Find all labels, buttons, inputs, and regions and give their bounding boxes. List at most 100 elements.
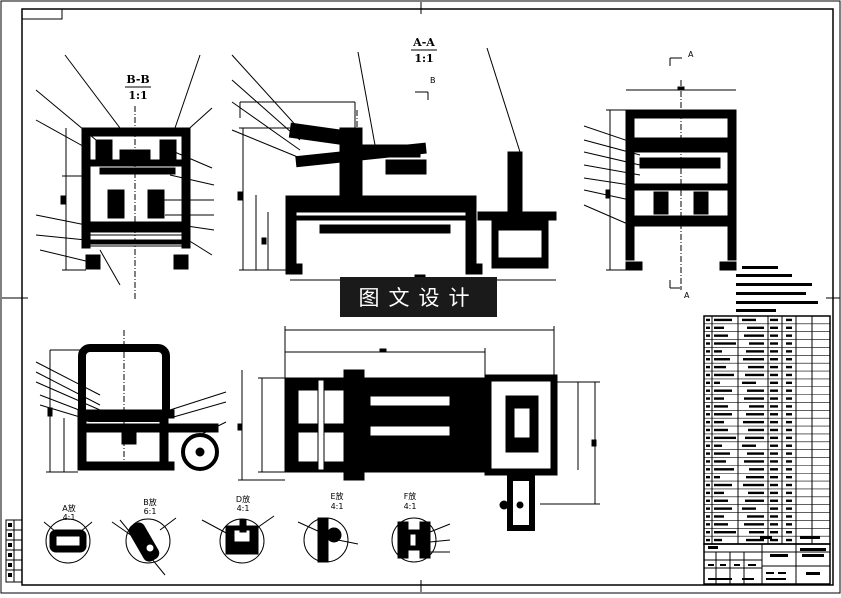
side-mark-top: A	[688, 50, 694, 59]
parts-cell-text	[706, 326, 710, 329]
inner-border	[21, 8, 834, 586]
parts-cell-text	[706, 499, 710, 502]
parts-cell-text	[786, 452, 792, 455]
parts-cell-text	[706, 420, 710, 424]
parts-cell-text	[747, 515, 764, 518]
parts-cell-text	[706, 334, 710, 337]
parts-cell-text	[747, 326, 764, 329]
parts-cell-text	[748, 365, 764, 369]
parts-cell-text	[770, 507, 778, 510]
parts-cell-text	[714, 365, 726, 369]
parts-cell-text	[706, 428, 710, 432]
parts-cell-text	[742, 318, 756, 322]
parts-cell-text	[706, 413, 710, 416]
parts-cell-text	[714, 358, 730, 361]
parts-cell-text	[744, 460, 764, 463]
parts-cell-text	[706, 444, 710, 447]
parts-cell-text	[770, 405, 778, 408]
technical-notes	[736, 266, 818, 312]
parts-cell-text	[786, 342, 792, 345]
view-top-plan	[237, 326, 600, 531]
parts-cell-text	[714, 326, 724, 329]
parts-cell-text	[742, 381, 756, 385]
parts-cell-text	[706, 405, 710, 408]
parts-cell-text	[786, 428, 792, 432]
parts-cell-text	[770, 483, 778, 487]
parts-cell-text	[744, 523, 764, 526]
parts-cell-text	[714, 389, 732, 392]
parts-cell-text	[706, 397, 710, 400]
parts-cell-text	[706, 358, 710, 361]
parts-cell-text	[714, 405, 728, 408]
detail-b-title: B放	[143, 497, 157, 507]
banner-text: 图文设计	[358, 286, 479, 310]
detail-b-scale: 6:1	[144, 507, 157, 516]
parts-cell-text	[749, 531, 764, 534]
parts-cell-text	[746, 475, 764, 479]
parts-cell-text	[786, 491, 792, 495]
parts-cell-text	[786, 507, 792, 510]
aa-title: A-A	[412, 36, 435, 49]
parts-cell-text	[706, 491, 710, 495]
parts-cell-text	[706, 538, 710, 542]
parts-cell-text	[770, 538, 778, 542]
parts-cell-text	[770, 460, 778, 463]
view-front-bottom	[35, 330, 227, 473]
parts-cell-text	[770, 452, 778, 455]
detail-a-title: A放	[62, 503, 75, 513]
parts-cell-text	[746, 413, 764, 416]
parts-cell-text	[743, 483, 764, 487]
parts-cell-text	[749, 405, 764, 408]
parts-cell-text	[770, 523, 778, 526]
parts-cell-text	[706, 531, 710, 534]
parts-cell-text	[786, 475, 792, 479]
parts-cell-text	[714, 342, 736, 345]
parts-cell-text	[714, 350, 722, 353]
parts-cell-text	[714, 483, 732, 487]
parts-cell-text	[786, 460, 792, 463]
parts-cell-text	[714, 413, 732, 416]
parts-rows	[704, 323, 830, 537]
parts-cell-text	[706, 318, 710, 322]
parts-cell-text	[770, 358, 778, 361]
parts-cell-text	[786, 373, 792, 377]
parts-cell-text	[770, 475, 778, 479]
parts-cell-text	[786, 531, 792, 534]
detail-d-scale: 4:1	[237, 504, 250, 513]
parts-cell-text	[770, 436, 778, 440]
parts-cell-text	[786, 413, 792, 416]
parts-cell-text	[770, 326, 778, 329]
detail-e-scale: 4:1	[331, 502, 344, 511]
parts-cell-text	[770, 413, 778, 416]
parts-cell-text	[714, 499, 728, 502]
parts-cell-text	[714, 334, 728, 337]
parts-cell-text	[770, 373, 778, 377]
parts-cell-text	[743, 420, 764, 424]
parts-cell-text	[786, 381, 792, 385]
parts-cell-text	[706, 452, 710, 455]
parts-cell-text	[770, 389, 778, 392]
parts-cell-text	[745, 499, 764, 502]
parts-cell-text	[747, 452, 764, 455]
view-aa	[231, 47, 557, 281]
parts-cell-text	[786, 499, 792, 502]
parts-cell-text	[706, 468, 710, 471]
parts-cell-text	[770, 531, 778, 534]
parts-cell-text	[749, 468, 764, 471]
parts-cell-text	[786, 420, 792, 424]
bb-title: B-B	[126, 73, 149, 86]
parts-cell-text	[714, 468, 734, 471]
detail-f-title: F放	[404, 491, 417, 501]
parts-cell-text	[770, 381, 778, 385]
view-bb	[35, 54, 215, 300]
parts-cell-text	[786, 523, 792, 526]
parts-cell-text	[706, 483, 710, 487]
parts-cell-text	[786, 389, 792, 392]
parts-cell-text	[746, 350, 764, 353]
parts-cell-text	[714, 318, 732, 322]
parts-cell-text	[714, 475, 720, 479]
parts-cell-text	[714, 491, 724, 495]
parts-cell-text	[786, 318, 792, 322]
parts-cell-text	[742, 444, 756, 447]
parts-cell-text	[744, 397, 764, 400]
